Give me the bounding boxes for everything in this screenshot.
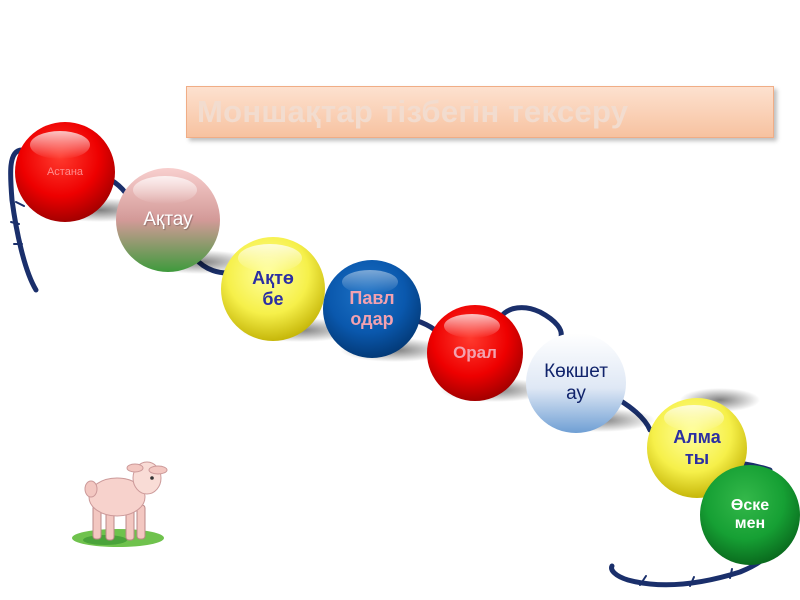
bead-text: Павл одар xyxy=(349,288,394,329)
bead-label-pavlodar: Павл одар xyxy=(323,260,421,358)
bead-label-oskemen: Өске мен xyxy=(700,465,800,565)
bead-label-astana: Астана xyxy=(15,122,115,222)
lamb-icon xyxy=(72,462,167,547)
bead-label-kokshetau: Көкшет ау xyxy=(526,333,626,433)
bead-label-oral: Орал xyxy=(427,305,523,401)
bead-text: Ақтө бе xyxy=(252,268,294,309)
page-title: Моншақтар тізбегін тексеру xyxy=(197,94,628,130)
bead-text: Ақтау xyxy=(143,209,192,231)
title-banner: Моншақтар тізбегін тексеру xyxy=(186,86,774,138)
bead-text: Алма ты xyxy=(673,427,721,468)
bead-text: Өске мен xyxy=(731,497,769,534)
bead-text: Астана xyxy=(47,166,83,179)
bead-label-aktau: Ақтау xyxy=(116,168,220,272)
bead-text: Көкшет ау xyxy=(544,361,608,405)
bead-label-aktobe: Ақтө бе xyxy=(221,237,325,341)
bead-text: Орал xyxy=(453,343,497,363)
